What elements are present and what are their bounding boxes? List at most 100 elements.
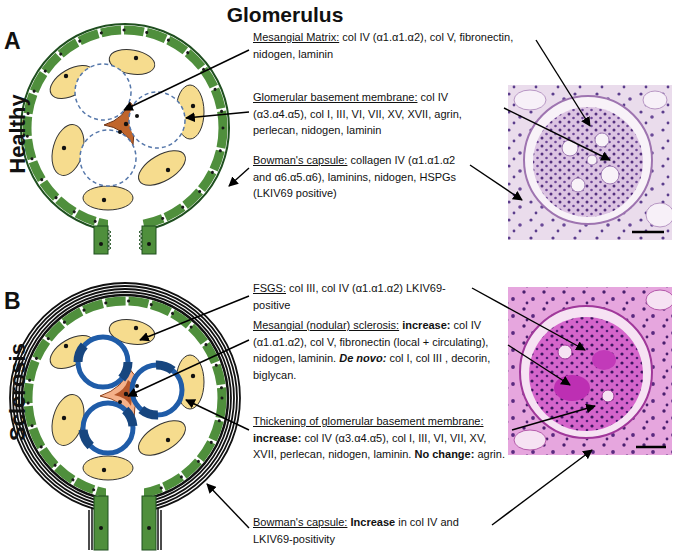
healthy-micrograph — [571, 178, 585, 192]
leader-lines — [536, 40, 590, 126]
annotation-segment: increase: — [402, 319, 450, 331]
sclerotic-glomerulus-drawing — [99, 526, 103, 530]
annotation-segment: Thickening of glomerular basement membra… — [253, 415, 484, 427]
sclerotic-glomerulus-drawing — [118, 400, 122, 404]
annotation-segment: Mesangial Matrix: — [253, 31, 339, 43]
healthy-micrograph — [601, 166, 619, 184]
healthy-glomerulus-drawing — [75, 64, 131, 120]
sclerotic-glomerulus-drawing — [62, 416, 66, 420]
healthy-glomerulus-drawing — [102, 198, 106, 202]
sclerotic-glomerulus-drawing — [124, 392, 128, 396]
annotation-text: Bowman's capsule:collagen IV (α1.α1.α2 a… — [253, 152, 467, 202]
annotation-segment: Mesangial (nodular) sclerosis: — [253, 319, 399, 331]
sclerotic-glomerulus-drawing — [78, 337, 128, 387]
annotation-segment: Increase — [351, 516, 396, 528]
leader-lines — [472, 288, 585, 350]
annotation-text: Mesangial Matrix:col IV (α1.α1.α2), col … — [253, 29, 535, 62]
leader-lines — [207, 484, 249, 528]
panel-side-label: Sclerosis — [5, 327, 31, 457]
sclerosis-micrograph — [508, 287, 672, 455]
sclerotic-glomerulus-drawing — [83, 403, 133, 453]
annotation-segment: Bowman's capsule: — [253, 154, 347, 166]
sclerotic-glomerulus-drawing — [22, 295, 228, 501]
healthy-glomerulus-drawing — [124, 122, 128, 126]
leader-lines — [508, 345, 570, 385]
healthy-micrograph — [646, 203, 672, 227]
sclerotic-glomerulus-drawing — [28, 301, 222, 495]
sclerosis-micrograph — [602, 390, 614, 402]
sclerosis-micrograph — [508, 287, 672, 455]
panel-letter: A — [4, 28, 21, 55]
leader-lines — [128, 340, 249, 396]
healthy-glomerulus-drawing — [27, 30, 223, 226]
healthy-glomerulus-drawing — [142, 226, 156, 254]
healthy-glomerulus-drawing — [62, 146, 66, 150]
sclerosis-micrograph — [592, 350, 616, 370]
sclerotic-glomerulus-drawing — [134, 326, 138, 330]
sclerotic-glomerulus-drawing — [83, 403, 133, 453]
sclerosis-micrograph — [508, 287, 672, 455]
healthy-glomerulus-drawing — [134, 56, 138, 60]
healthy-glomerulus-drawing — [21, 24, 229, 232]
annotation-text: Glomerular basement membrane:col IV (α3.… — [253, 89, 501, 139]
annotation-text: Thickening of glomerular basement membra… — [253, 413, 509, 463]
sclerotic-glomerulus-drawing — [16, 289, 234, 507]
healthy-glomerulus-drawing — [135, 114, 139, 118]
scale-bar — [632, 231, 664, 234]
sclerotic-glomerulus-drawing — [78, 337, 128, 387]
sclerotic-glomerulus-drawing — [135, 384, 139, 388]
sclerotic-glomerulus-drawing — [19, 292, 231, 504]
annotation-segment: agrin. — [477, 448, 505, 460]
healthy-glomerulus-drawing — [83, 186, 133, 210]
scale-bar — [636, 446, 666, 449]
sclerotic-glomerulus-drawing — [166, 438, 170, 442]
sclerosis-micrograph — [514, 430, 546, 450]
sclerotic-glomerulus-drawing — [142, 496, 156, 550]
sclerotic-glomerulus-drawing — [133, 414, 191, 463]
healthy-glomerulus-drawing — [21, 24, 229, 254]
healthy-micrograph — [524, 96, 652, 224]
sclerotic-glomerulus-drawing — [102, 468, 106, 472]
sclerotic-glomerulus-drawing — [147, 526, 151, 530]
leader-lines — [492, 450, 592, 525]
healthy-glomerulus-drawing — [99, 242, 103, 246]
healthy-glomerulus-drawing — [94, 226, 108, 254]
sclerosis-micrograph — [529, 317, 643, 431]
annotation-segment: Glomerular basement membrane: — [253, 91, 417, 103]
annotation-text: Mesangial (nodular) sclerosis:increase:c… — [253, 317, 505, 383]
healthy-glomerulus-drawing — [166, 168, 170, 172]
leader-lines — [229, 168, 249, 186]
annotation-segment: increase: — [253, 432, 301, 444]
annotation-segment: FSGS: — [253, 282, 286, 294]
healthy-glomerulus-drawing — [64, 74, 68, 78]
panel-letter: B — [4, 288, 21, 315]
healthy-glomerulus-drawing — [129, 92, 185, 148]
leader-lines — [186, 112, 249, 118]
healthy-glomerulus-drawing — [27, 30, 223, 226]
healthy-glomerulus-drawing — [147, 242, 151, 246]
healthy-micrograph — [508, 85, 672, 240]
leader-lines — [470, 165, 522, 200]
sclerotic-glomerulus-drawing — [28, 301, 222, 495]
annotation-segment: De novo: — [339, 352, 386, 364]
leader-lines — [186, 400, 249, 430]
sclerotic-glomerulus-drawing — [191, 374, 195, 378]
sclerotic-glomerulus-drawing — [106, 484, 144, 520]
sclerotic-glomerulus-drawing — [10, 283, 240, 550]
sclerosis-micrograph — [646, 290, 672, 310]
healthy-glomerulus-drawing — [80, 130, 136, 186]
sclerotic-glomerulus-drawing — [94, 496, 108, 550]
healthy-glomerulus-drawing — [191, 104, 195, 108]
annotation-segment: Bowman's capsule: — [253, 516, 347, 528]
leader-lines — [124, 40, 610, 528]
annotation-text: FSGS:col III, col IV (α1.α1.α2) LKIV69-p… — [253, 280, 469, 313]
sclerosis-micrograph — [529, 317, 643, 431]
sclerotic-glomerulus-drawing — [10, 283, 240, 513]
annotation-segment: No change: — [414, 448, 474, 460]
leader-lines — [140, 296, 249, 340]
sclerotic-glomerulus-drawing — [13, 286, 237, 510]
panel-side-label: Healthy — [5, 69, 31, 199]
healthy-glomerulus-drawing — [108, 230, 111, 250]
healthy-micrograph — [643, 91, 667, 109]
